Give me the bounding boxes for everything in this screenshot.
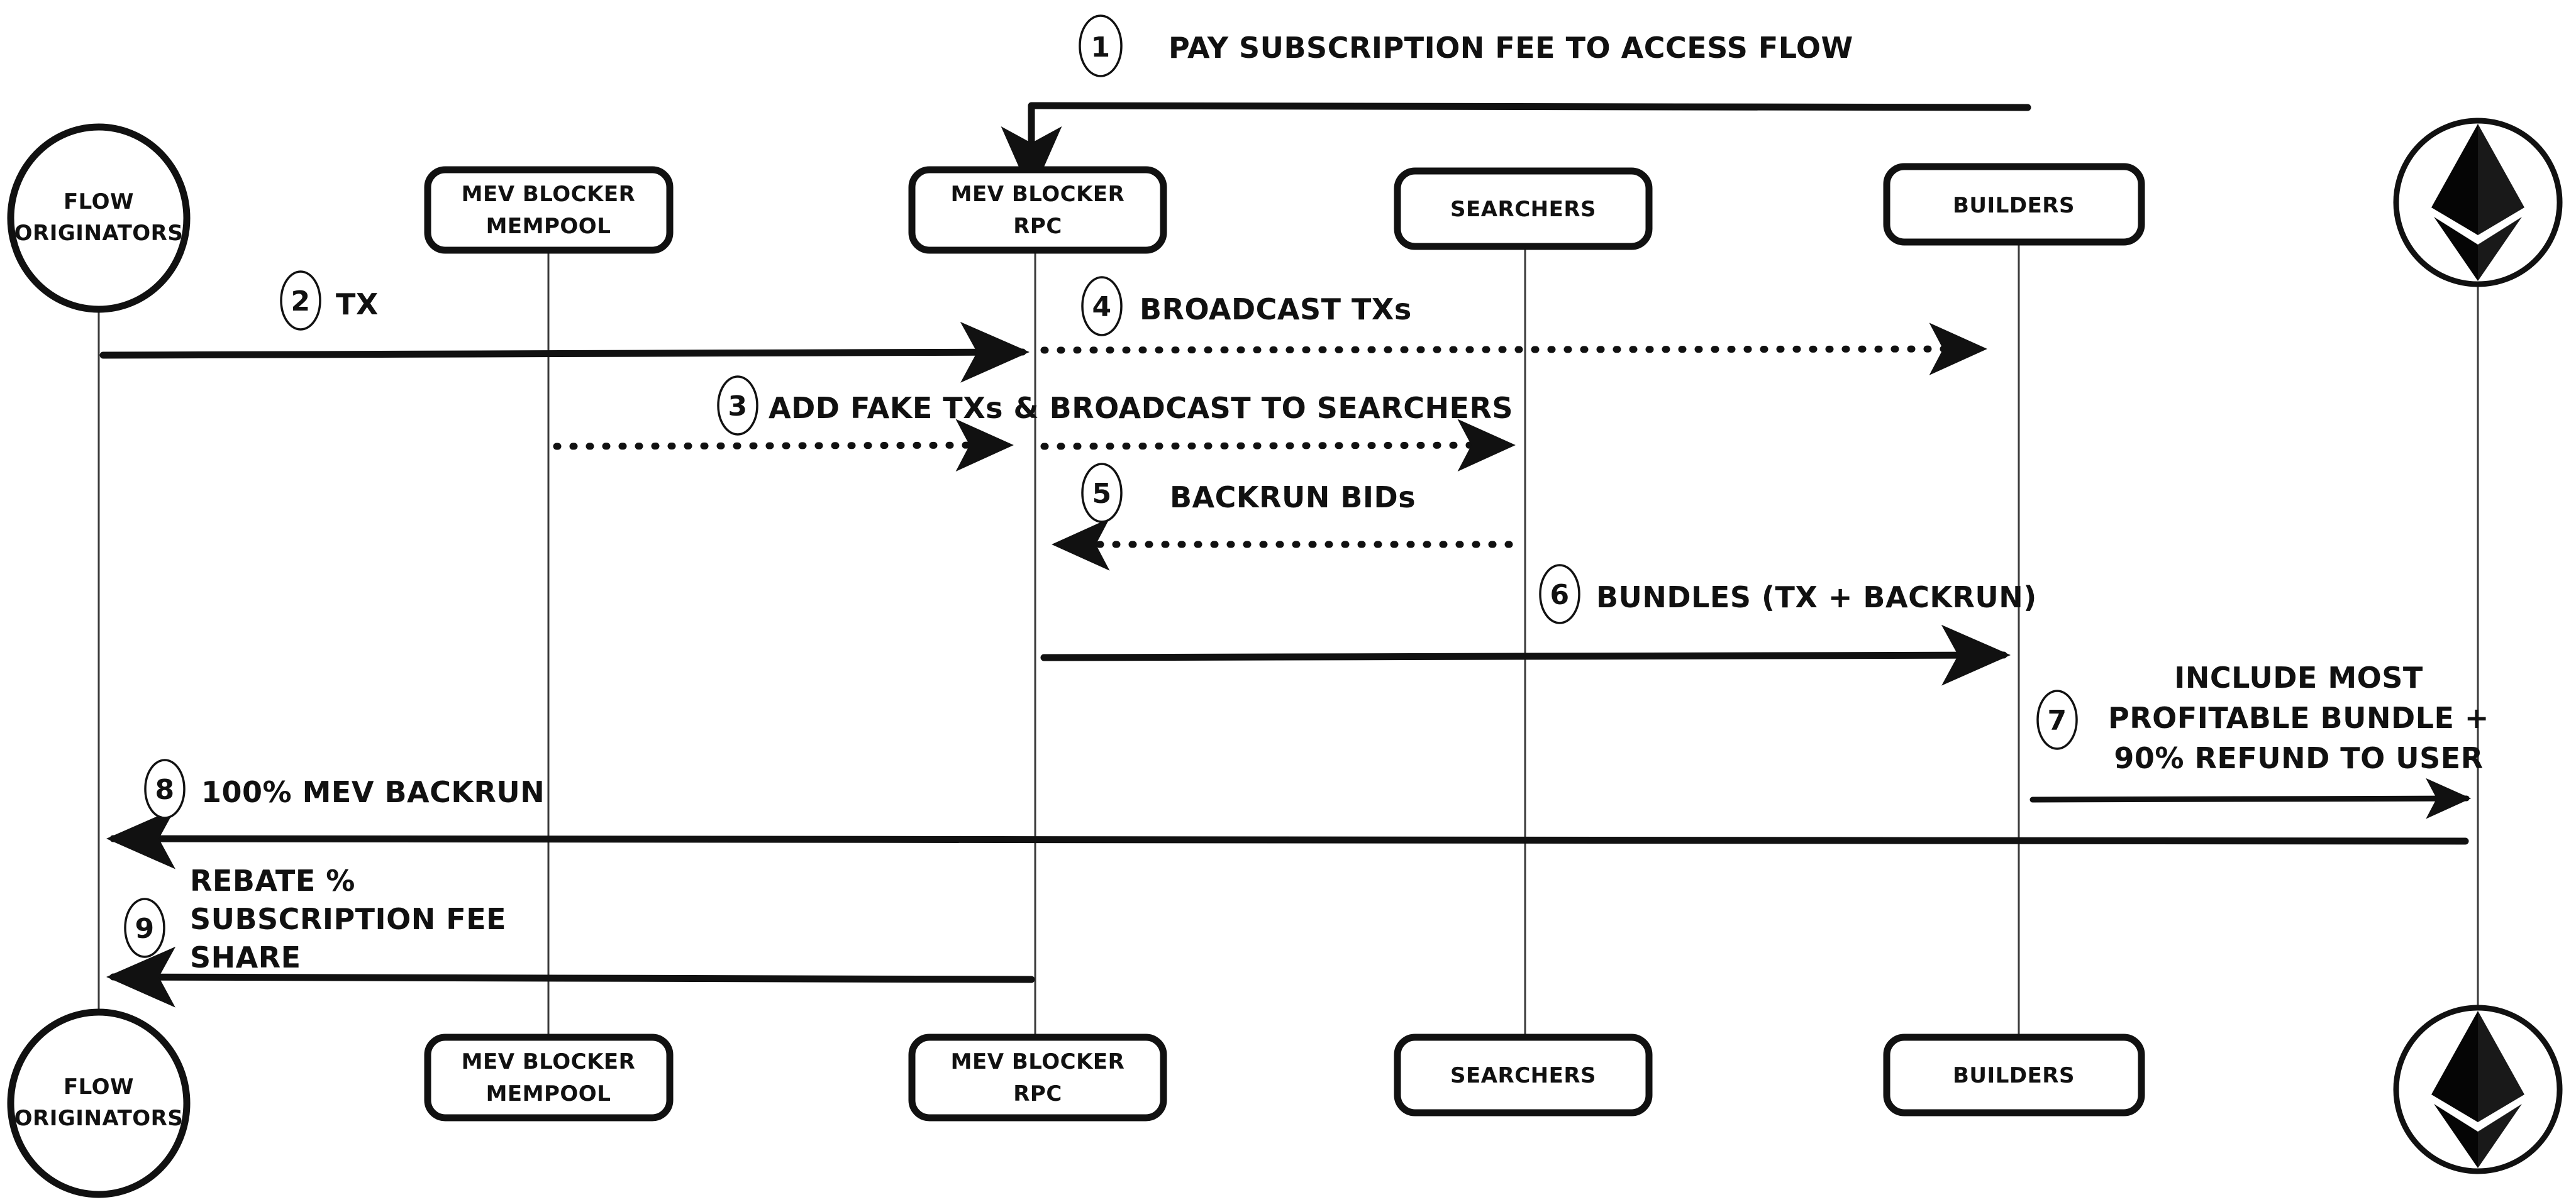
participant-flow-originators-top[interactable]: FLOW ORIGINATORS: [7, 123, 191, 313]
ethereum-logo-icon: [2431, 124, 2524, 281]
message-1-label: PAY SUBSCRIPTION FEE TO ACCESS FLOW: [1169, 31, 1853, 65]
participant-label-line2: RPC: [1013, 214, 1062, 239]
participant-label-line2: RPC: [1013, 1081, 1062, 1106]
participant-mev-blocker-rpc-bottom[interactable]: MEV BLOCKER RPC: [908, 1034, 1167, 1122]
message-3-number-badge: 3: [717, 375, 758, 436]
message-5-label: BACKRUN BIDs: [1170, 480, 1416, 514]
message-2-number-badge: 2: [280, 270, 321, 331]
message-4-arrow: [1040, 323, 1987, 375]
step-number-4: 4: [1092, 291, 1111, 323]
participant-label: BUILDERS: [1953, 1063, 2075, 1088]
message-7-label-line1: INCLUDE MOST: [2174, 661, 2423, 695]
participant-label-line1: MEV BLOCKER: [951, 1049, 1125, 1074]
step-number-9: 9: [135, 913, 154, 945]
message-8-number-badge: 8: [144, 759, 186, 819]
step-number-1: 1: [1091, 31, 1110, 63]
message-3-label: ADD FAKE TXs & BROADCAST TO SEARCHERS: [769, 391, 1513, 425]
message-9-label-line1: REBATE %: [190, 864, 355, 898]
participant-mev-blocker-rpc-top[interactable]: MEV BLOCKER RPC: [908, 166, 1167, 254]
participant-label: SEARCHERS: [1450, 197, 1596, 222]
participant-label: SEARCHERS: [1450, 1063, 1596, 1088]
step-number-5: 5: [1092, 478, 1111, 510]
message-1-number-badge: 1: [1079, 14, 1123, 77]
message-4-number-badge: 4: [1081, 276, 1123, 336]
message-4-label: BROADCAST TXs: [1140, 292, 1412, 326]
participant-label-line1: MEV BLOCKER: [951, 182, 1125, 207]
step-number-8: 8: [155, 774, 174, 806]
step-number-2: 2: [291, 285, 310, 317]
participant-searchers-bottom[interactable]: SEARCHERS: [1394, 1034, 1653, 1117]
message-6-label: BUNDLES (TX + BACKRUN): [1596, 580, 2037, 614]
participant-flow-originators-bottom[interactable]: FLOW ORIGINATORS: [7, 1008, 191, 1198]
step-number-6: 6: [1550, 579, 1569, 611]
message-9-arrow: [106, 946, 1035, 1008]
participant-label-line1: FLOW: [64, 1074, 134, 1100]
participant-builders-top[interactable]: BUILDERS: [1883, 163, 2145, 246]
message-6-number-badge: 6: [1539, 564, 1580, 624]
participant-ethereum-top[interactable]: [2393, 118, 2563, 287]
participant-label-line2: MEMPOOL: [486, 1081, 611, 1106]
participant-label-line2: MEMPOOL: [486, 214, 611, 239]
message-9-label-line2: SUBSCRIPTION FEE: [190, 902, 506, 936]
message-3-arrow: [553, 419, 1516, 472]
message-8-label: 100% MEV BACKRUN: [201, 775, 545, 809]
message-2-arrow: [99, 321, 1030, 383]
participant-ethereum-bottom[interactable]: [2393, 1005, 2563, 1174]
message-5-number-badge: 5: [1081, 463, 1123, 523]
ethereum-logo-icon: [2431, 1011, 2524, 1168]
message-2-label: TX: [336, 287, 379, 321]
participant-label-line2: ORIGINATORS: [14, 1106, 184, 1131]
participant-mev-blocker-mempool-top[interactable]: MEV BLOCKER MEMPOOL: [424, 166, 674, 254]
participant-searchers-top[interactable]: SEARCHERS: [1394, 167, 1653, 250]
participant-label-line1: FLOW: [64, 189, 134, 214]
message-7-label-line3: 90% REFUND TO USER: [2114, 741, 2483, 775]
lifelines-group: [97, 176, 2479, 1040]
participant-label-line1: MEV BLOCKER: [462, 182, 636, 207]
message-7-label-line2: PROFITABLE BUNDLE +: [2108, 701, 2489, 735]
message-7-number-badge: 7: [2036, 690, 2078, 750]
message-7-arrow: [2029, 778, 2472, 819]
message-9-label-line3: SHARE: [190, 940, 301, 974]
participant-builders-bottom[interactable]: BUILDERS: [1883, 1034, 2145, 1117]
message-9-number-badge: 9: [124, 898, 165, 958]
participant-label: BUILDERS: [1953, 193, 2075, 218]
step-number-3: 3: [728, 390, 747, 422]
step-number-7: 7: [2047, 705, 2067, 737]
participant-mev-blocker-mempool-bottom[interactable]: MEV BLOCKER MEMPOOL: [424, 1034, 674, 1122]
participant-label-line2: ORIGINATORS: [14, 221, 184, 246]
message-6-arrow: [1040, 624, 2011, 686]
message-1-arrow: [1001, 102, 2031, 196]
participant-label-line1: MEV BLOCKER: [462, 1049, 636, 1074]
message-8-arrow: [106, 808, 2469, 869]
